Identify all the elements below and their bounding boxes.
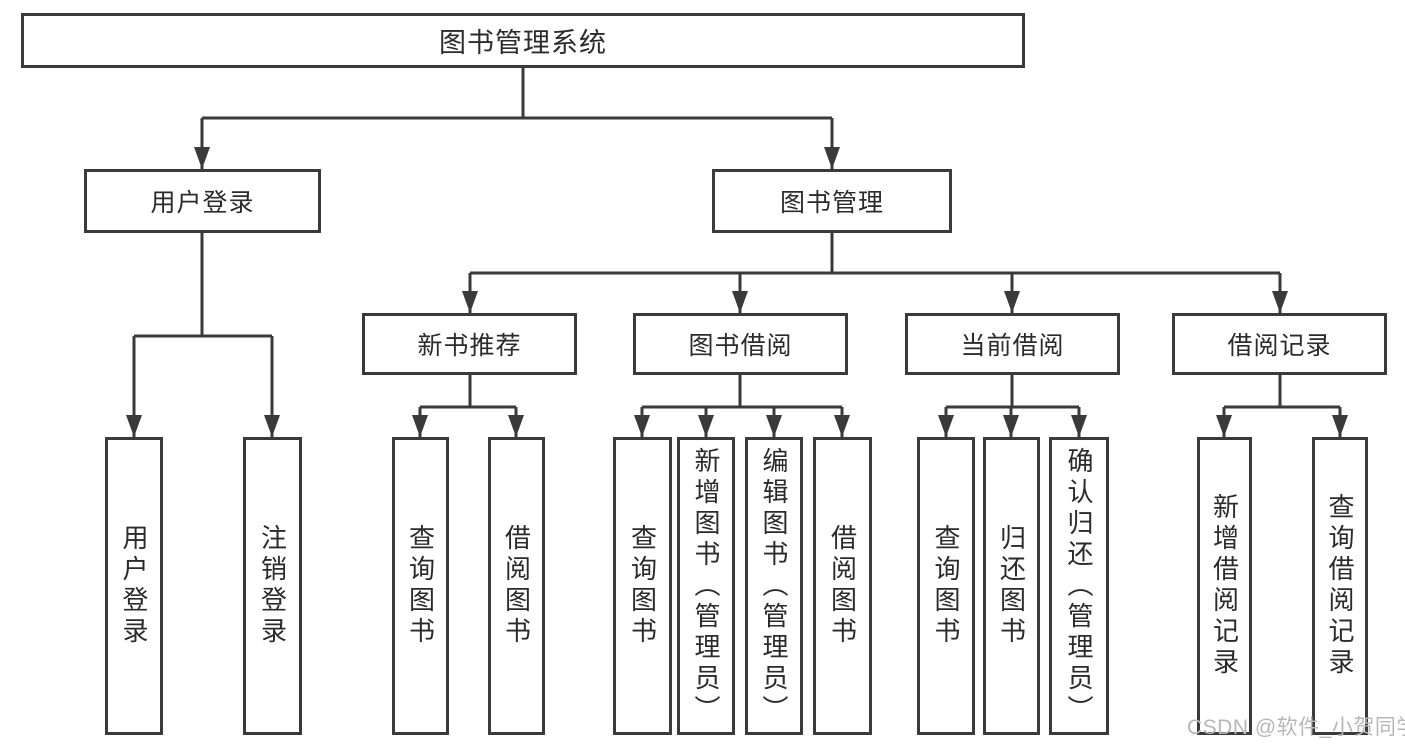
arrow-icon xyxy=(1071,415,1087,437)
leaf-query-books-borrow: 查询图书 xyxy=(613,437,672,735)
node-book-borrowing: 图书借阅 xyxy=(633,313,848,375)
arrow-icon xyxy=(834,415,850,437)
leaf-query-books-recommend: 查询图书 xyxy=(392,437,449,735)
arrow-icon xyxy=(824,147,840,169)
node-current-borrowing: 当前借阅 xyxy=(905,313,1120,375)
leaf-label: 新增图书（管理员） xyxy=(691,446,721,726)
arrow-icon xyxy=(766,415,782,437)
leaf-label: 查询图书 xyxy=(627,524,658,648)
leaf-return-book: 归还图书 xyxy=(983,437,1040,735)
node-label: 借阅记录 xyxy=(1227,332,1332,360)
node-new-book-recommendation: 新书推荐 xyxy=(362,313,577,375)
arrow-icon xyxy=(732,291,748,313)
node-user-login: 用户登录 xyxy=(84,169,321,233)
leaf-query-borrow-record: 查询借阅记录 xyxy=(1312,437,1368,735)
arrow-icon xyxy=(938,415,954,437)
node-borrowing-records: 借阅记录 xyxy=(1172,313,1387,375)
arrow-icon xyxy=(194,147,210,169)
arrow-icon xyxy=(634,415,650,437)
leaf-label: 查询借阅记录 xyxy=(1325,493,1355,679)
leaf-label: 注销登录 xyxy=(257,524,288,648)
leaf-confirm-return-admin: 确认归还（管理员） xyxy=(1049,437,1109,735)
leaf-label: 编辑图书（管理员） xyxy=(759,446,789,726)
node-library-management-system: 图书管理系统 xyxy=(21,13,1025,68)
leaf-label: 查询图书 xyxy=(405,524,436,648)
csdn-watermark: CSDN @软件_小贺同学 xyxy=(1187,716,1405,739)
leaf-label: 借阅图书 xyxy=(827,524,858,648)
leaf-label: 确认归还（管理员） xyxy=(1064,446,1094,726)
arrow-icon xyxy=(508,415,524,437)
arrow-icon xyxy=(1272,291,1288,313)
leaf-add-borrow-record: 新增借阅记录 xyxy=(1197,437,1252,735)
node-book-management: 图书管理 xyxy=(712,169,952,233)
arrow-icon xyxy=(1216,415,1232,437)
node-label: 当前借阅 xyxy=(960,332,1065,360)
arrowhead-icons xyxy=(126,147,1348,437)
node-label: 图书管理系统 xyxy=(439,28,607,58)
leaf-label: 用户登录 xyxy=(119,524,149,648)
arrow-icon xyxy=(698,415,714,437)
leaf-logout: 注销登录 xyxy=(243,437,302,735)
leaf-label: 归还图书 xyxy=(996,524,1027,648)
node-label: 图书借阅 xyxy=(688,332,793,360)
leaf-label: 新增借阅记录 xyxy=(1209,493,1240,679)
node-label: 新书推荐 xyxy=(417,332,522,360)
leaf-edit-book-admin: 编辑图书（管理员） xyxy=(745,437,803,735)
arrow-icon xyxy=(1003,415,1019,437)
leaf-add-book-admin: 新增图书（管理员） xyxy=(677,437,735,735)
arrow-icon xyxy=(126,415,142,437)
arrow-icon xyxy=(1332,415,1348,437)
connector-paths xyxy=(132,68,1342,437)
leaf-user-login: 用户登录 xyxy=(105,437,163,735)
leaf-label: 查询图书 xyxy=(931,524,961,648)
leaf-borrow-books: 借阅图书 xyxy=(813,437,872,735)
node-label: 图书管理 xyxy=(779,189,884,217)
leaf-query-books-current: 查询图书 xyxy=(917,437,975,735)
arrow-icon xyxy=(412,415,428,437)
arrow-icon xyxy=(462,291,478,313)
node-label: 用户登录 xyxy=(150,189,255,217)
leaf-borrow-books-recommend: 借阅图书 xyxy=(488,437,545,735)
arrow-icon xyxy=(1004,291,1020,313)
arrow-icon xyxy=(264,415,280,437)
leaf-label: 借阅图书 xyxy=(501,524,532,648)
